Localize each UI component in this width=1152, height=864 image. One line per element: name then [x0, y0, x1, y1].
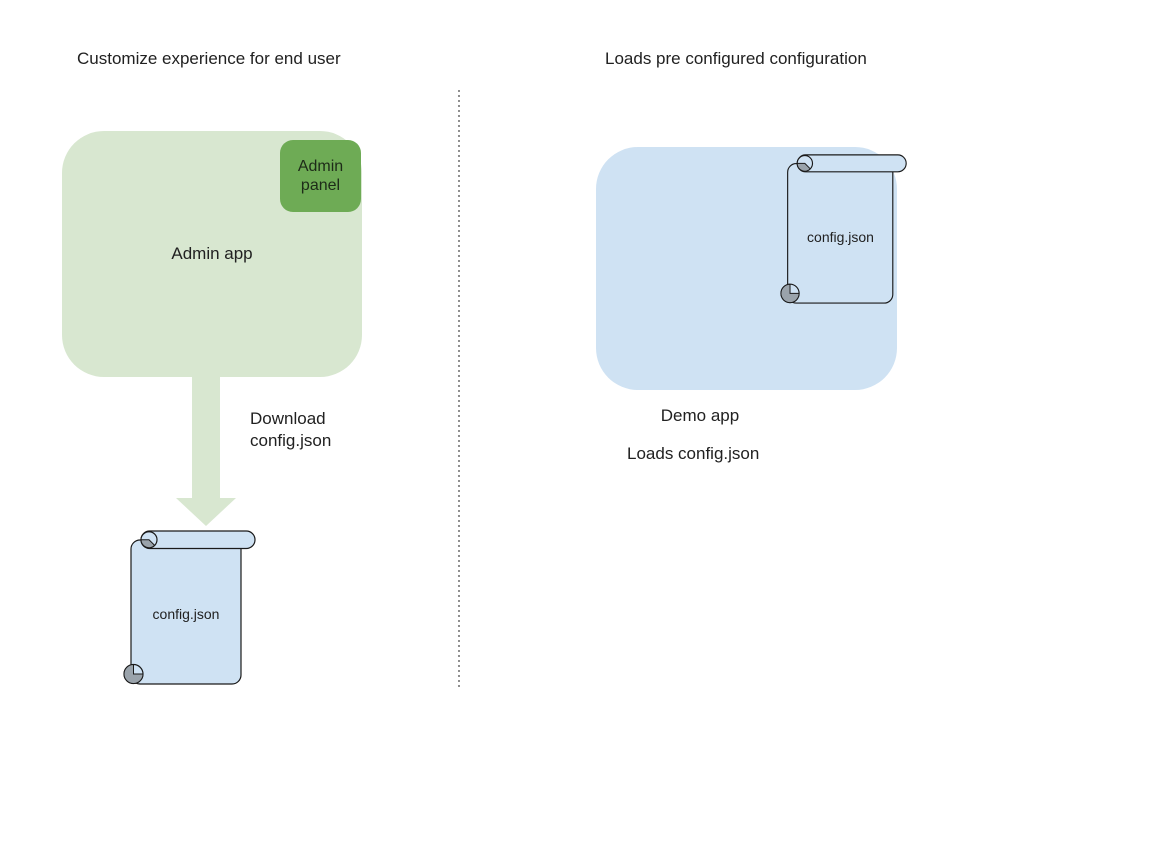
download-caption: Download config.json — [250, 409, 332, 450]
admin-panel-label: Admin panel — [297, 158, 344, 194]
right-section-title: Loads pre configured configuration — [605, 49, 867, 68]
scroll-icon — [780, 154, 907, 304]
admin-app-label: Admin app — [171, 244, 253, 263]
config-file-label: config.json — [152, 606, 220, 622]
config-file-scroll-left: config.json — [123, 527, 259, 687]
demo-app-label: Demo app — [660, 406, 740, 425]
admin-panel-badge: Admin panel — [280, 140, 361, 212]
admin-app-box: Admin app Admin panel — [62, 131, 362, 377]
section-divider — [458, 90, 460, 688]
download-arrow-icon — [176, 377, 236, 526]
loads-caption: Loads config.json — [627, 444, 760, 463]
left-section-title: Customize experience for end user — [77, 49, 341, 68]
scroll-icon — [123, 530, 256, 685]
config-file-label: config.json — [807, 229, 874, 245]
config-file-scroll-right: config.json — [780, 151, 910, 306]
